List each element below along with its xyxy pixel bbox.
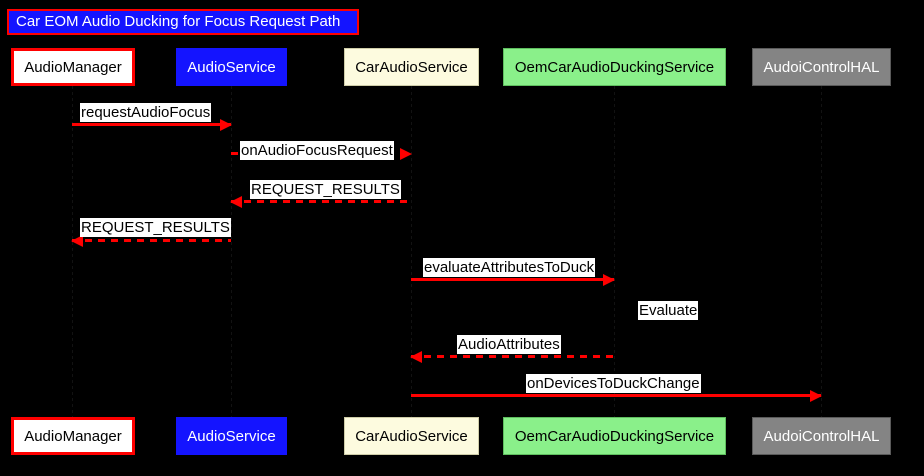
participant-bottom-audiomanager[interactable]: AudioManager [11,417,135,455]
message-label-on-audio-focus-request: onAudioFocusRequest [240,141,394,160]
message-label-audio-attributes: AudioAttributes [457,335,561,354]
message-label-evaluate-attributes-to-duck: evaluateAttributesToDuck [423,258,596,277]
arrow-line [411,278,614,281]
message-label-request-results-to-audiomanager: REQUEST_RESULTS [80,218,231,237]
participant-label: AudoiControlHAL [763,427,880,445]
message-arrow-on-devices-to-duck-change [411,390,822,402]
message-label-on-devices-to-duck-change: onDevicesToDuckChange [526,374,701,393]
participant-top-caraudioservice[interactable]: CarAudioService [344,48,479,86]
arrow-line [411,355,614,358]
participant-label: OemCarAudioDuckingService [514,58,715,76]
lifeline-hal [821,86,822,417]
message-label-request-results-to-audioservice: REQUEST_RESULTS [250,180,401,199]
arrowhead-left-icon [71,235,83,247]
participant-label: AudioService [187,427,276,445]
arrow-line [411,394,821,397]
arrow-line [72,239,231,242]
participant-top-hal[interactable]: AudoiControlHAL [752,48,891,86]
lifeline-oemducking [614,86,615,417]
message-arrow-request-audio-focus [72,119,232,131]
note-evaluate: Evaluate [638,301,699,320]
participant-label: CarAudioService [355,58,468,76]
participant-bottom-hal[interactable]: AudoiControlHAL [752,417,891,455]
arrowhead-left-icon [230,196,242,208]
message-arrow-request-results-to-audioservice [230,196,411,208]
participant-label: OemCarAudioDuckingService [514,427,715,445]
arrow-line [72,123,231,126]
participant-bottom-audioservice[interactable]: AudioService [176,417,287,455]
message-arrow-audio-attributes [410,351,614,363]
participant-label: AudoiControlHAL [763,58,880,76]
message-arrow-request-results-to-audiomanager [71,235,231,247]
participant-top-audioservice[interactable]: AudioService [176,48,287,86]
lifeline-caraudioservice [411,86,412,417]
participant-bottom-caraudioservice[interactable]: CarAudioService [344,417,479,455]
participant-top-oemducking[interactable]: OemCarAudioDuckingService [503,48,726,86]
participant-bottom-oemducking[interactable]: OemCarAudioDuckingService [503,417,726,455]
lifeline-audiomanager [72,86,73,417]
participant-top-audiomanager[interactable]: AudioManager [11,48,135,86]
diagram-title: Car EOM Audio Ducking for Focus Request … [7,9,359,35]
arrowhead-right-icon [603,274,615,286]
lifeline-audioservice [231,86,232,417]
arrowhead-right-icon [400,148,412,160]
participant-label: CarAudioService [355,427,468,445]
arrowhead-right-icon [810,390,822,402]
message-arrow-evaluate-attributes-to-duck [411,274,615,286]
arrowhead-left-icon [410,351,422,363]
participant-label: AudioManager [24,58,122,76]
participant-label: AudioService [187,58,276,76]
arrowhead-right-icon [220,119,232,131]
message-label-request-audio-focus: requestAudioFocus [80,103,212,122]
participant-label: AudioManager [24,427,122,445]
arrow-line [231,200,411,203]
